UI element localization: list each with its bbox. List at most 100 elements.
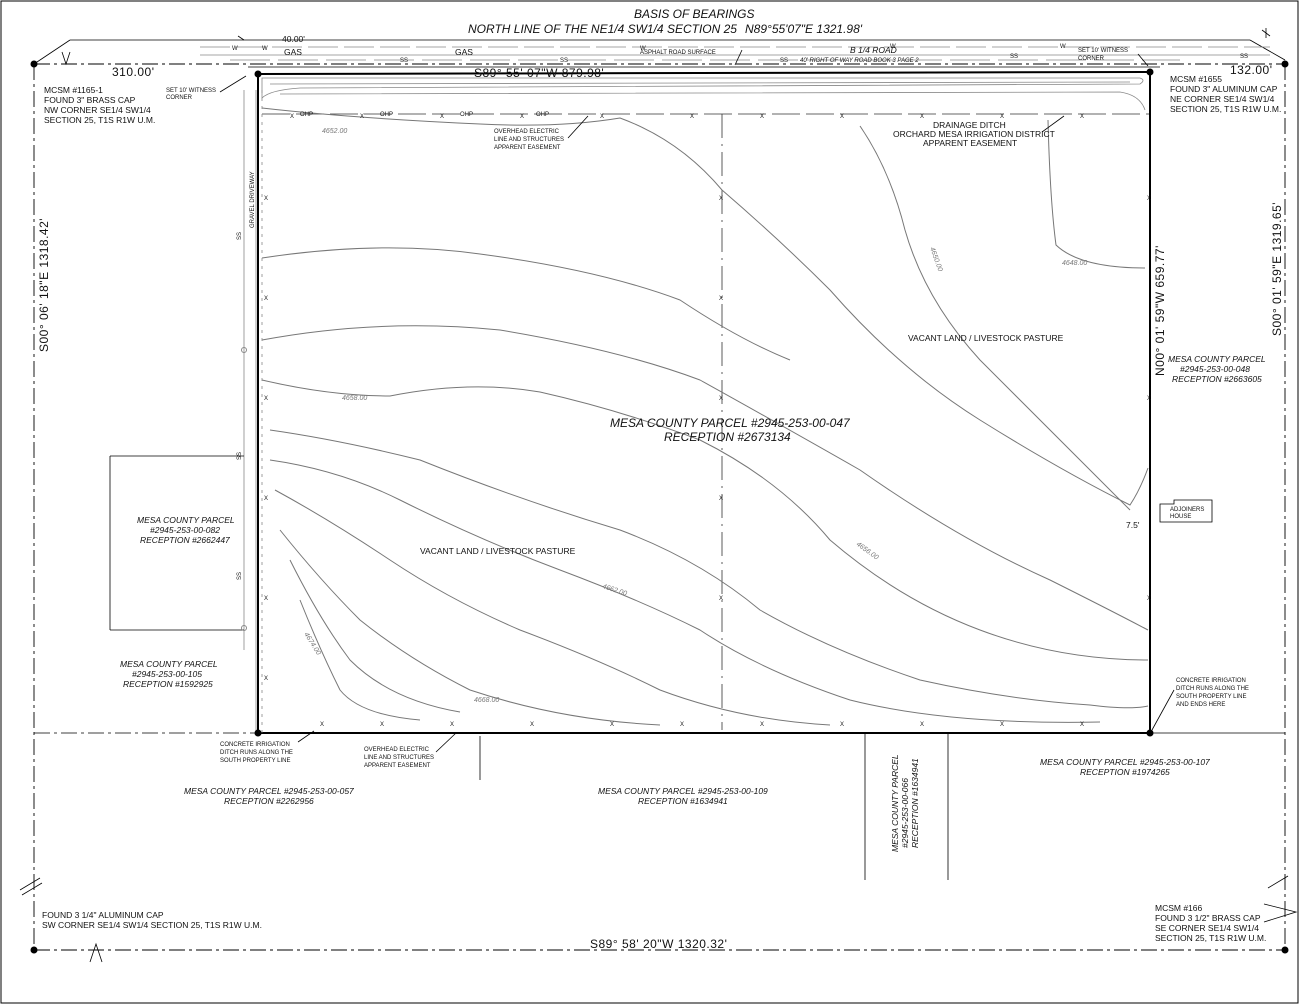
witness-right-2: CORNER xyxy=(1078,56,1105,62)
west-bearing: S00° 06' 18"E 1318.42' xyxy=(37,218,51,352)
svg-text:X: X xyxy=(264,196,268,202)
basis-title: BASIS OF BEARINGS xyxy=(634,7,754,21)
ditch-sw-3: SOUTH PROPERTY LINE xyxy=(220,758,290,764)
p109-1: MESA COUNTY PARCEL #2945-253-00-109 xyxy=(598,786,768,796)
pasture-west: VACANT LAND / LIVESTOCK PASTURE xyxy=(420,546,576,556)
svg-text:X: X xyxy=(264,296,268,302)
svg-text:X: X xyxy=(1080,114,1084,120)
svg-text:X: X xyxy=(290,114,294,120)
house-label-2: HOUSE xyxy=(1170,514,1191,520)
contour-label-4: 4658.00 xyxy=(342,395,367,402)
subject-parcel: MESA COUNTY PARCEL #2945-253-00-047 xyxy=(610,416,851,430)
svg-text:X: X xyxy=(264,596,268,602)
svg-text:OHP: OHP xyxy=(460,112,473,118)
svg-text:X: X xyxy=(320,722,324,728)
p066-2: #2945-253-00-066 xyxy=(900,778,910,848)
basis-line: NORTH LINE OF THE NE1/4 SW1/4 SECTION 25 xyxy=(468,22,737,36)
overhead-n-1: OVERHEAD ELECTRIC xyxy=(494,129,560,135)
svg-text:OHP: OHP xyxy=(380,112,393,118)
drainage-1: DRAINAGE DITCH xyxy=(933,120,1006,130)
subject-reception: RECEPTION #2673134 xyxy=(664,430,791,444)
contour-label-3: 4648.00 xyxy=(1062,260,1087,267)
svg-text:X: X xyxy=(1147,396,1151,402)
overhead-s-1: OVERHEAD ELECTRIC xyxy=(364,747,430,753)
nw-mon-4: SECTION 25, T1S R1W U.M. xyxy=(44,115,155,125)
nw-mon-1: MCSM #1165-1 xyxy=(44,85,103,95)
svg-text:SS: SS xyxy=(780,58,788,64)
gas-label-2: GAS xyxy=(455,47,473,57)
p105-3: RECEPTION #1592925 xyxy=(123,679,213,689)
svg-text:X: X xyxy=(440,114,444,120)
svg-text:X: X xyxy=(530,722,534,728)
p082-2: #2945-253-00-082 xyxy=(150,525,220,535)
contours: 4652.00 4650.00 4648.00 4658.00 4656.00 … xyxy=(261,107,1149,726)
p082-1: MESA COUNTY PARCEL xyxy=(137,515,235,525)
svg-text:W: W xyxy=(640,46,646,52)
svg-text:SS: SS xyxy=(1010,54,1018,60)
p082-3: RECEPTION #2662447 xyxy=(140,535,230,545)
leaders xyxy=(219,35,1175,753)
ne-mon-2: FOUND 3" ALUMINUM CAP xyxy=(1170,84,1278,94)
svg-text:X: X xyxy=(1000,114,1004,120)
svg-text:X: X xyxy=(840,722,844,728)
svg-text:W: W xyxy=(232,46,238,52)
road-dim-40: 40.00' xyxy=(282,34,305,44)
svg-text:X: X xyxy=(1147,196,1151,202)
svg-text:X: X xyxy=(760,722,764,728)
p048-1: MESA COUNTY PARCEL xyxy=(1168,354,1266,364)
north-left-dist: 310.00' xyxy=(112,65,155,79)
svg-text:SS: SS xyxy=(237,452,243,460)
svg-text:X: X xyxy=(264,676,268,682)
gas-label-1: GAS xyxy=(284,47,302,57)
ditch-se-4: AND ENDS HERE xyxy=(1176,702,1225,708)
overhead-n-3: APPARENT EASEMENT xyxy=(494,145,561,151)
svg-text:X: X xyxy=(719,296,723,302)
ne-mon-3: NE CORNER SE1/4 SW1/4 xyxy=(1170,94,1275,104)
p105-2: #2945-253-00-105 xyxy=(132,669,202,679)
road-name: B 1/4 ROAD xyxy=(850,45,897,55)
p066-3: RECEPTION #1634941 xyxy=(910,758,920,848)
ne-mon-1: MCSM #1655 xyxy=(1170,74,1222,84)
house-label-1: ADJOINERS xyxy=(1170,507,1204,513)
fence-markers: X X X X X X X X X X X X X X X X X X X X … xyxy=(264,114,1151,728)
road-utilities xyxy=(200,46,1270,115)
svg-text:SS: SS xyxy=(400,58,408,64)
p066-1: MESA COUNTY PARCEL xyxy=(890,754,900,852)
south-bearing: S89° 58' 20"W 1320.32' xyxy=(590,937,727,951)
north-bearing: S89° 55' 07"W 879.98' xyxy=(474,66,604,80)
drainage-2: ORCHARD MESA IRRIGATION DISTRICT xyxy=(893,129,1055,139)
svg-text:X: X xyxy=(920,114,924,120)
svg-text:X: X xyxy=(719,496,723,502)
witness-left-1: SET 10' WITNESS xyxy=(166,88,216,94)
north-arrow-icon xyxy=(1261,28,1271,38)
overhead-s-2: LINE AND STRUCTURES xyxy=(364,755,434,761)
svg-text:X: X xyxy=(1147,596,1151,602)
se-mon-3: SE CORNER SE1/4 SW1/4 xyxy=(1155,923,1259,933)
east-outer-bearing: S00° 01' 59"E 1319.65' xyxy=(1270,202,1284,336)
ditch-se-3: SOUTH PROPERTY LINE xyxy=(1176,694,1246,700)
svg-text:X: X xyxy=(680,722,684,728)
svg-text:X: X xyxy=(719,396,723,402)
svg-text:X: X xyxy=(264,496,268,502)
contour-label-2: 4650.00 xyxy=(928,246,943,272)
road-surface: ASPHALT ROAD SURFACE xyxy=(640,50,716,56)
pasture-east: VACANT LAND / LIVESTOCK PASTURE xyxy=(908,333,1064,343)
svg-text:OHP: OHP xyxy=(300,112,313,118)
north-right-dist: 132.00' xyxy=(1230,63,1273,77)
east-inner-bearing: N00° 01' 59"W 659.77' xyxy=(1153,245,1167,376)
svg-text:X: X xyxy=(380,722,384,728)
svg-text:X: X xyxy=(610,722,614,728)
svg-text:W: W xyxy=(1060,44,1066,50)
overhead-n-2: LINE AND STRUCTURES xyxy=(494,137,564,143)
monument-markers xyxy=(30,60,1289,954)
west-side-features xyxy=(34,90,1285,880)
svg-text:SS: SS xyxy=(237,232,243,240)
se-mon-2: FOUND 3 1/2" BRASS CAP xyxy=(1155,913,1261,923)
basis-bearing: N89°55'07"E 1321.98' xyxy=(745,22,863,36)
contour-label-6: 4662.00 xyxy=(601,583,627,598)
svg-text:X: X xyxy=(690,114,694,120)
svg-text:X: X xyxy=(450,722,454,728)
nw-mon-3: NW CORNER SE1/4 SW1/4 xyxy=(44,105,151,115)
